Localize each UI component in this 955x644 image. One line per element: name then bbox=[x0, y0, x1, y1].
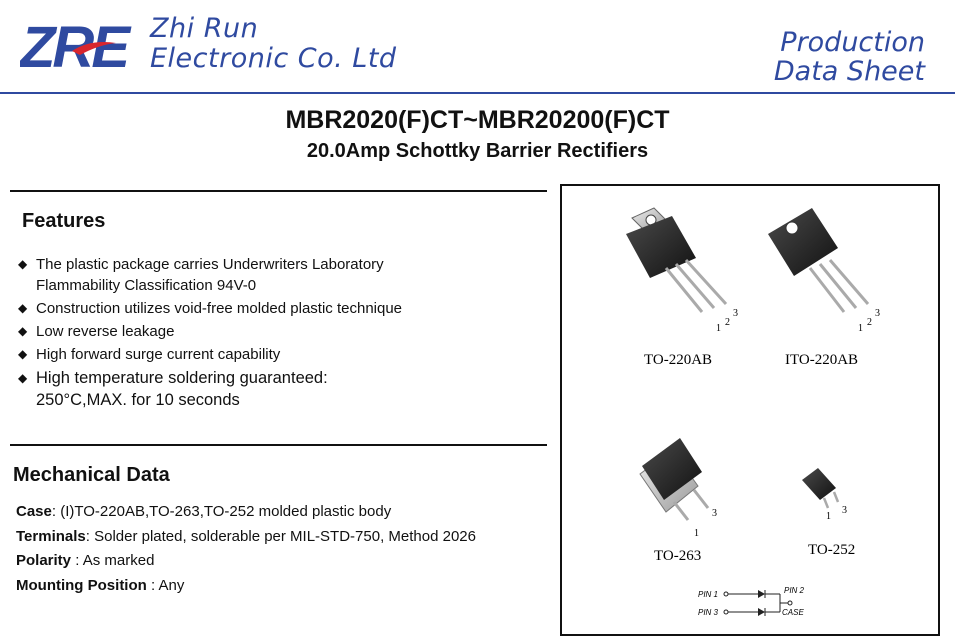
logo-text: ZRE bbox=[20, 17, 132, 73]
feature-text: High forward surge current capability bbox=[36, 346, 281, 363]
document-title: MBR2020(F)CT~MBR20200(F)CT bbox=[285, 106, 670, 134]
mech-sep: : bbox=[146, 576, 159, 594]
logo-swoosh bbox=[72, 42, 116, 55]
feature-text: The plastic package carries Underwriters… bbox=[36, 256, 384, 273]
sheet-line2: Data Sheet bbox=[773, 56, 925, 87]
list-item: ◆ Low reverse leakage bbox=[18, 321, 538, 342]
company-logo: ZRE bbox=[18, 15, 135, 80]
diamond-bullet-icon: ◆ bbox=[18, 301, 28, 315]
sheet-line1: Production bbox=[780, 27, 925, 58]
package-label: TO-252 bbox=[808, 542, 855, 558]
document-subtitle: 20.0Amp Schottky Barrier Rectifiers bbox=[306, 140, 649, 162]
mechanical-heading: Mechanical Data bbox=[13, 464, 170, 486]
to252-package-icon: 1 3 TO-252 bbox=[802, 468, 855, 558]
pin-label: 2 bbox=[725, 317, 730, 328]
pin-label: 1 bbox=[716, 323, 721, 334]
mech-value: As marked bbox=[82, 552, 155, 569]
feature-text-cont: Flammability Classification 94V-0 bbox=[36, 277, 257, 294]
header-divider bbox=[0, 92, 955, 94]
company-line1: Zhi Run bbox=[150, 13, 259, 44]
mech-label: Polarity bbox=[16, 552, 72, 569]
diode-icon bbox=[758, 590, 765, 598]
mech-row-case: Case: (I)TO-220AB,TO-263,TO-252 molded p… bbox=[16, 500, 546, 525]
package-label: TO-220AB bbox=[644, 352, 712, 368]
package-diagram-box: 1 2 3 TO-220AB 1 2 3 ITO-220AB 1 3 TO-26… bbox=[560, 184, 940, 636]
package-diagrams: 1 2 3 TO-220AB 1 2 3 ITO-220AB 1 3 TO-26… bbox=[626, 207, 880, 617]
list-item: ◆ The plastic package carries Underwrite… bbox=[18, 254, 538, 296]
diode-icon bbox=[758, 608, 765, 616]
company-name: Zhi Run Electronic Co. Ltd bbox=[150, 14, 397, 74]
mechanical-data: Case: (I)TO-220AB,TO-263,TO-252 molded p… bbox=[16, 500, 546, 598]
pinout-schematic: PIN 1 PIN 3 PIN 2 CASE bbox=[698, 586, 805, 617]
mech-value: (I)TO-220AB,TO-263,TO-252 molded plastic… bbox=[60, 503, 392, 520]
pin-label: 1 bbox=[858, 323, 863, 334]
pin2-label: PIN 2 bbox=[784, 586, 805, 595]
pin-label: 3 bbox=[875, 308, 880, 319]
pin-label: 1 bbox=[826, 511, 831, 522]
feature-text-cont: 250°C,MAX. for 10 seconds bbox=[36, 391, 240, 409]
mech-sep: : bbox=[51, 503, 61, 520]
company-line2: Electronic Co. Ltd bbox=[150, 43, 397, 74]
sheet-type: Production Data Sheet bbox=[774, 28, 925, 86]
package-label: TO-263 bbox=[654, 548, 701, 564]
mech-label: Case bbox=[16, 503, 52, 520]
diamond-bullet-icon: ◆ bbox=[18, 347, 28, 361]
package-label: ITO-220AB bbox=[785, 352, 858, 368]
pin-label: 1 bbox=[694, 528, 699, 539]
pin-label: 3 bbox=[712, 508, 717, 519]
list-item: ◆ High forward surge current capability bbox=[18, 344, 538, 365]
case-label: CASE bbox=[782, 608, 804, 617]
pin1-label: PIN 1 bbox=[698, 590, 718, 599]
mech-row-polarity: Polarity : As marked bbox=[16, 549, 546, 574]
mech-row-mounting: Mounting Position : Any bbox=[16, 574, 546, 599]
mech-sep: : bbox=[85, 527, 95, 545]
feature-text: Construction utilizes void-free molded p… bbox=[36, 300, 403, 317]
ito220ab-package-icon: 1 2 3 ITO-220AB bbox=[768, 208, 880, 368]
diamond-bullet-icon: ◆ bbox=[18, 324, 28, 338]
pin-label: 3 bbox=[733, 308, 738, 319]
list-item: ◆ Construction utilizes void-free molded… bbox=[18, 298, 538, 319]
mech-label: Terminals bbox=[16, 527, 86, 545]
diamond-bullet-icon: ◆ bbox=[18, 371, 28, 385]
mechanical-top-rule bbox=[10, 444, 547, 446]
mech-value: Solder plated, solderable per MIL-STD-75… bbox=[94, 527, 476, 545]
pin-label: 2 bbox=[867, 317, 872, 328]
mech-label: Mounting Position bbox=[16, 576, 147, 594]
feature-text: High temperature soldering guaranteed: bbox=[36, 369, 328, 387]
to263-package-icon: 1 3 TO-263 bbox=[639, 438, 717, 564]
mech-sep: : bbox=[71, 552, 83, 569]
features-heading: Features bbox=[22, 210, 106, 232]
features-list: ◆ The plastic package carries Underwrite… bbox=[18, 254, 538, 413]
features-top-rule bbox=[10, 190, 547, 192]
list-item: ◆ High temperature soldering guaranteed:… bbox=[18, 367, 538, 411]
diamond-bullet-icon: ◆ bbox=[18, 257, 28, 271]
mech-value: Any bbox=[158, 576, 185, 594]
mech-row-terminals: Terminals: Solder plated, solderable per… bbox=[16, 525, 546, 550]
pin-label: 3 bbox=[842, 505, 847, 516]
feature-text: Low reverse leakage bbox=[36, 323, 175, 340]
pin3-label: PIN 3 bbox=[698, 608, 719, 617]
to220ab-package-icon: 1 2 3 TO-220AB bbox=[626, 207, 738, 368]
